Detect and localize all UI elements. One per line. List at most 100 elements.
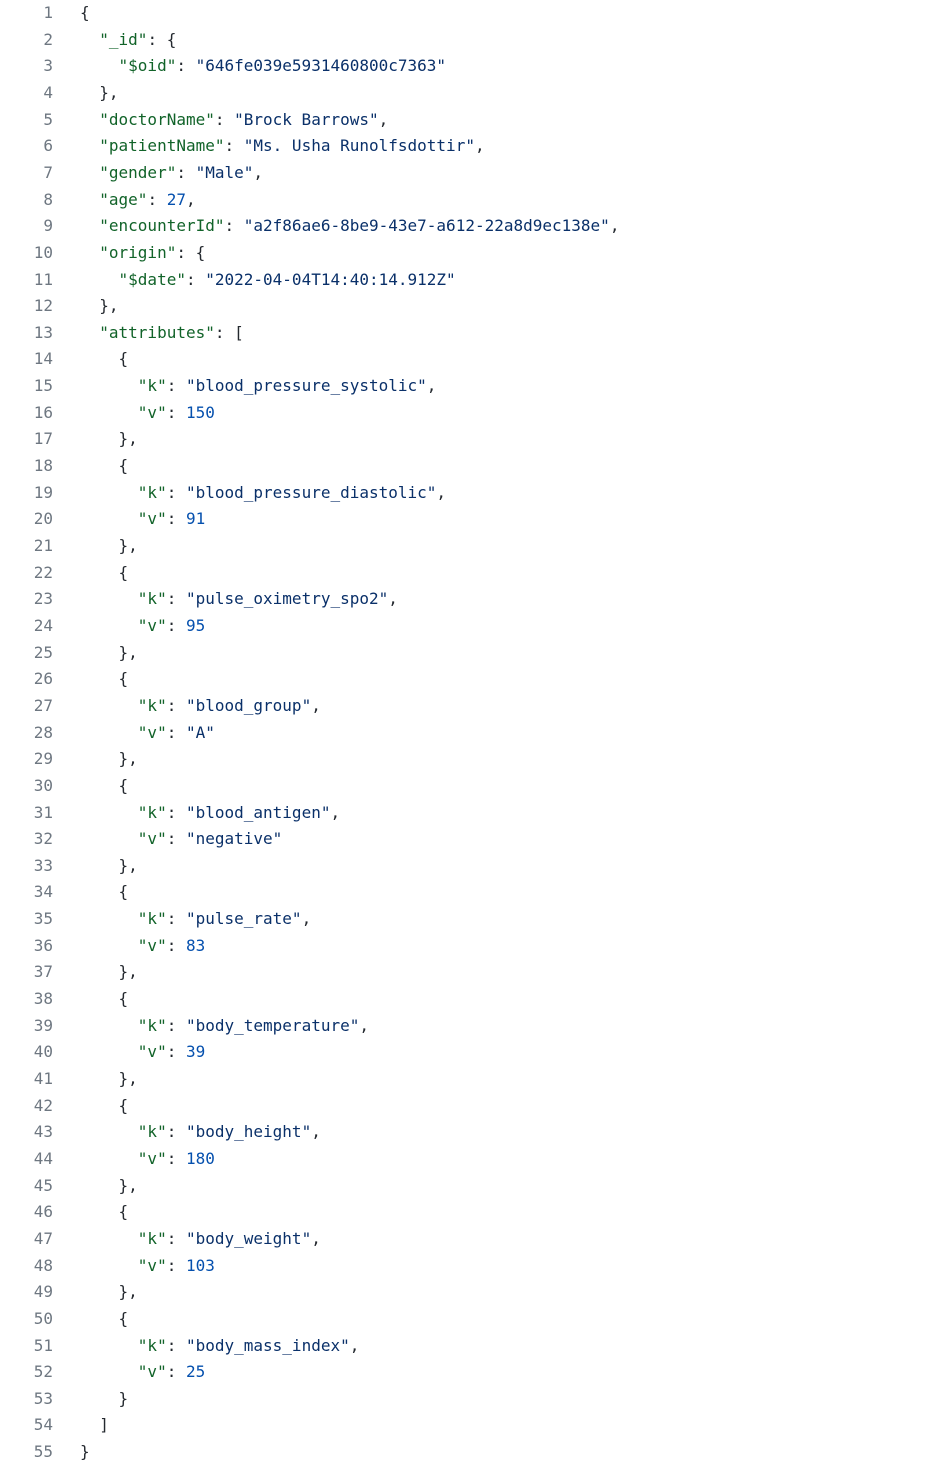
code-text: "v": 103 [80, 1253, 215, 1279]
code-line: 33 }, [0, 853, 950, 879]
line-number: 22 [33, 562, 53, 582]
json-str-token: "blood_antigen" [185, 802, 331, 822]
json-punc-token: : [166, 695, 186, 715]
line-number: 41 [33, 1069, 53, 1088]
indent [80, 1176, 119, 1195]
indent [80, 749, 119, 768]
code-text: { [80, 346, 129, 372]
line-number: 33 [33, 855, 53, 875]
line-number: 36 [33, 935, 53, 955]
indent [80, 563, 119, 582]
json-punc-token: : [224, 136, 244, 156]
json-key-token: "k" [137, 1122, 167, 1142]
json-punc-token: }, [99, 82, 119, 102]
json-punc-token: , [301, 909, 312, 929]
json-punc-token: : [166, 615, 186, 635]
line-number: 5 [43, 109, 53, 129]
line-number: 27 [33, 695, 53, 715]
line-number: 11 [33, 269, 53, 289]
json-punc-token: , [311, 695, 321, 715]
json-key-token: "k" [137, 376, 167, 396]
line-number: 44 [33, 1148, 53, 1168]
indent [80, 296, 99, 315]
json-num-token: 27 [166, 189, 186, 209]
code-line: 42 { [0, 1093, 950, 1119]
json-punc-token: { [118, 882, 129, 902]
json-str-token: "body_weight" [185, 1228, 312, 1248]
code-text: "k": "pulse_rate", [80, 906, 311, 932]
json-key-token: "k" [137, 589, 167, 609]
code-line: 55} [0, 1439, 950, 1465]
code-text: { [80, 666, 129, 692]
code-text: "k": "pulse_oximetry_spo2", [80, 586, 398, 612]
json-key-token: "k" [137, 802, 167, 822]
code-text: "k": "blood_antigen", [80, 800, 340, 826]
json-punc-token: : [166, 1255, 186, 1275]
code-text: "encounterId": "a2f86ae6-8be9-43e7-a612-… [80, 213, 619, 239]
code-text: { [80, 773, 129, 799]
line-number: 30 [33, 775, 53, 795]
code-text: }, [80, 533, 138, 559]
json-punc-token: { [118, 1095, 129, 1115]
indent [80, 776, 119, 795]
indent [80, 616, 138, 635]
json-key-token: "$date" [118, 269, 186, 289]
code-line: 37 }, [0, 959, 950, 985]
code-text: }, [80, 1066, 138, 1092]
indent [80, 456, 119, 475]
code-text: "v": 150 [80, 400, 215, 426]
line-number: 48 [33, 1255, 53, 1275]
code-text: }, [80, 746, 138, 772]
line-number: 24 [33, 615, 53, 635]
code-text: "attributes": [ [80, 320, 244, 346]
line-number: 3 [43, 56, 53, 76]
line-number: 18 [33, 456, 53, 476]
json-key-token: "v" [137, 1042, 167, 1062]
json-str-token: "A" [185, 722, 215, 742]
code-line: 22 { [0, 560, 950, 586]
code-text: "patientName": "Ms. Usha Runolfsdottir", [80, 133, 484, 159]
code-line: 53 } [0, 1386, 950, 1412]
json-punc-token: , [185, 189, 196, 209]
json-punc-token: : [166, 1228, 186, 1248]
indent [80, 1256, 138, 1275]
indent [80, 803, 138, 822]
json-punc-token: { [118, 562, 129, 582]
code-text: "k": "blood_pressure_systolic", [80, 373, 437, 399]
indent [80, 856, 119, 875]
json-num-token: 95 [185, 615, 206, 635]
code-text: { [80, 1306, 129, 1332]
indent [80, 643, 119, 662]
indent [80, 1149, 138, 1168]
json-punc-token: , [426, 376, 437, 396]
code-line: 44 "v": 180 [0, 1146, 950, 1172]
json-punc-token: , [436, 482, 447, 502]
json-punc-token: : [166, 802, 186, 822]
json-key-token: "v" [137, 1362, 167, 1382]
json-key-token: "k" [137, 1335, 167, 1355]
json-key-token: "encounterId" [99, 216, 225, 236]
json-punc-token: : [166, 1122, 186, 1142]
line-number: 21 [33, 536, 53, 555]
code-line: 48 "v": 103 [0, 1253, 950, 1279]
code-line: 20 "v": 91 [0, 506, 950, 532]
json-punc-token: , [330, 802, 341, 822]
json-punc-token: : [166, 589, 186, 609]
json-punc-token: : [166, 722, 186, 742]
code-text: "k": "blood_pressure_diastolic", [80, 480, 446, 506]
code-text: "k": "blood_group", [80, 693, 321, 719]
line-number: 45 [33, 1175, 53, 1195]
code-line: 11 "$date": "2022-04-04T14:40:14.912Z" [0, 267, 950, 293]
code-text: } [80, 1386, 129, 1412]
json-punc-token: : [185, 269, 206, 289]
code-line: 31 "k": "blood_antigen", [0, 800, 950, 826]
json-punc-token: : [214, 109, 235, 129]
indent [80, 829, 138, 848]
json-key-token: "k" [137, 1015, 167, 1035]
code-line: 34 { [0, 879, 950, 905]
json-punc-token: }, [99, 296, 119, 316]
indent [80, 936, 138, 955]
json-punc-token: : [166, 376, 186, 396]
json-key-token: "k" [137, 482, 167, 502]
json-str-token: "negative" [185, 829, 283, 849]
